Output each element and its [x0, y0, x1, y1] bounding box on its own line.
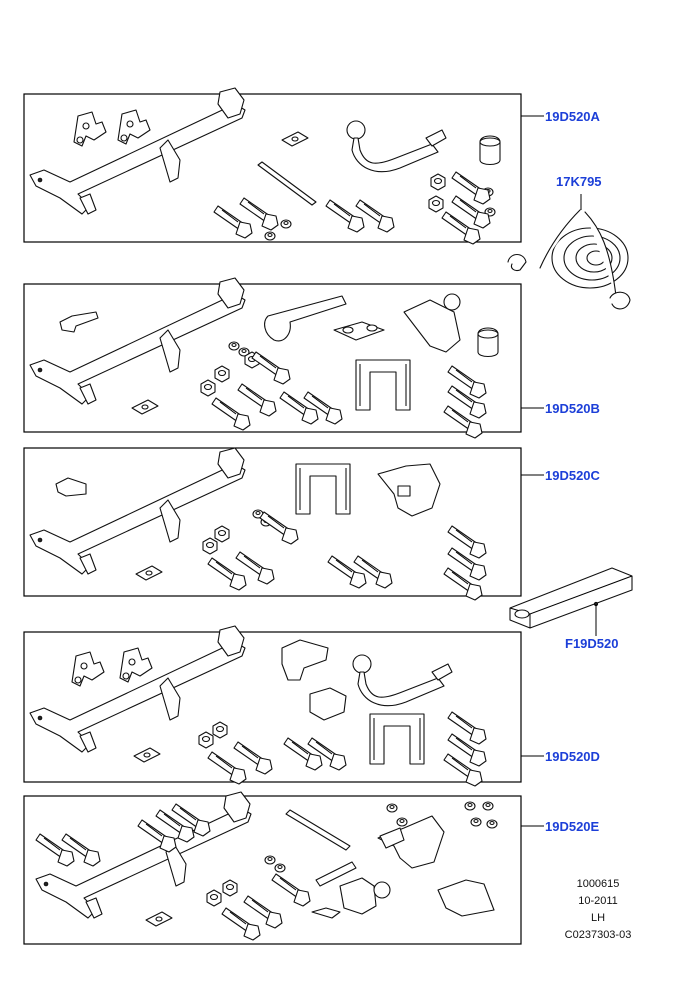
footer-line-1: 1000615 [576, 878, 620, 890]
callout-19D520D: 19D520D [545, 749, 600, 764]
callout-F19D520: F19D520 [565, 636, 619, 651]
callout-19D520C: 19D520C [545, 468, 600, 483]
drawing-reference-block: 1000615 10-2011 LH C0237303-03 [548, 876, 648, 944]
kit-19D520E [23, 791, 522, 945]
callout-19D520A: 19D520A [545, 109, 600, 124]
kit-19D520A [23, 87, 522, 245]
callout-19D520B: 19D520B [545, 401, 600, 416]
receiver-F19D520 [509, 567, 633, 636]
footer-line-2: 10-2011 [578, 895, 618, 907]
tow-rope-17K795 [507, 194, 631, 310]
callout-19D520E: 19D520E [545, 819, 600, 834]
kit-19D520C [23, 447, 522, 601]
callout-17K795: 17K795 [556, 174, 602, 189]
kit-19D520D [23, 625, 522, 787]
kit-19D520B [23, 277, 522, 439]
leader-lines [521, 115, 544, 827]
footer-line-3: LH [590, 912, 606, 924]
footer-line-4: C0237303-03 [564, 929, 632, 941]
